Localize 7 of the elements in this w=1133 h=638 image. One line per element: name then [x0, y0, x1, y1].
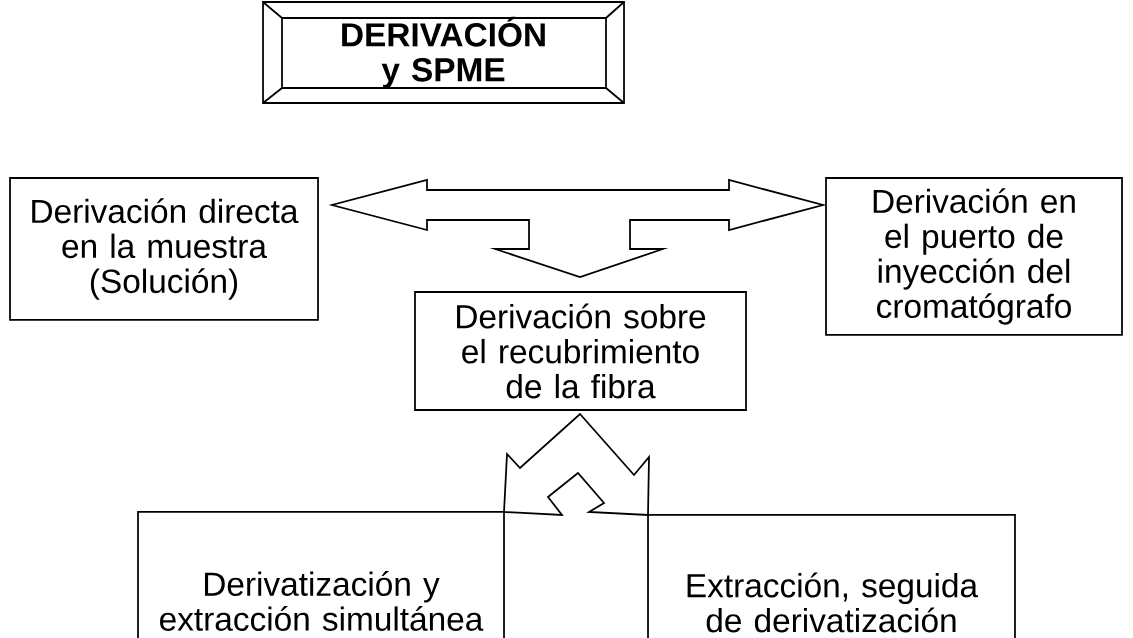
title-frame: DERIVACIÓN y SPME [262, 1, 625, 104]
text-box: Derivación sobre el recubrimiento de la fibra [414, 291, 747, 411]
block-arrow [328, 178, 827, 278]
text-box: Extracción, seguida de derivatización [647, 514, 1016, 638]
text-box: Derivatización y extracción simultánea [137, 511, 505, 638]
text-box: Derivación en el puerto de inyección del cromatógrafo [825, 177, 1123, 336]
text-box: Derivación directa en la muestra (Solución) [9, 177, 319, 321]
